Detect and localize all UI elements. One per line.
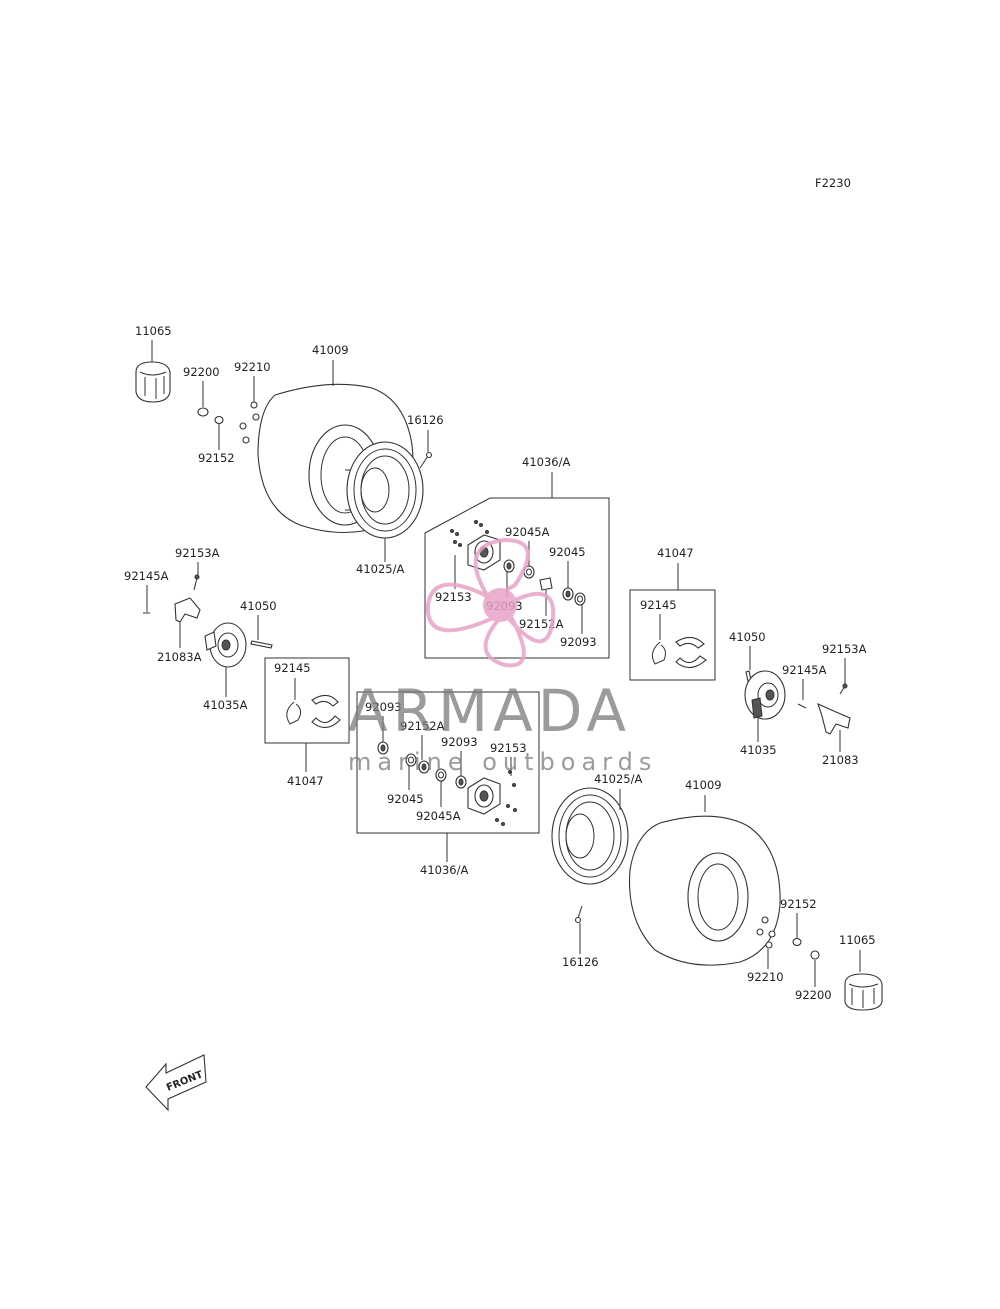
label-92152-bottom: 92152 (780, 897, 817, 911)
bolt-92153A-left[interactable] (193, 574, 200, 591)
label-41036A-top: 41036/A (522, 455, 570, 469)
cam-21083A-left[interactable] (174, 597, 201, 623)
label-11065-bottom: 11065 (839, 933, 876, 947)
label-92093-bottom-b: 92093 (441, 735, 478, 749)
label-92045A-bottom: 92045A (416, 809, 461, 823)
label-41035-right: 41035 (740, 743, 777, 757)
brake-shoe-box-left (264, 657, 350, 744)
label-92152A-top: 92152A (519, 617, 564, 631)
pin-41050-left[interactable] (250, 640, 273, 649)
label-21083A-left: 21083A (157, 650, 202, 664)
washer-92200-bottom[interactable] (810, 950, 820, 960)
propeller-logo-icon (425, 537, 556, 668)
panel-41035-right[interactable] (744, 670, 786, 720)
brake-shoes-left[interactable] (286, 694, 341, 729)
label-11065-top: 11065 (135, 324, 172, 338)
label-21083-right: 21083 (822, 753, 859, 767)
washer-92200-top[interactable] (197, 407, 209, 417)
label-92145A-right: 92145A (782, 663, 827, 677)
label-92145-left: 92145 (274, 661, 311, 675)
tire-41009-bottom[interactable] (628, 815, 781, 966)
bearings-top[interactable] (503, 559, 586, 606)
label-92153-bottom: 92153 (490, 741, 527, 755)
label-92045A-top: 92045A (505, 525, 550, 539)
brake-shoes-right[interactable] (651, 636, 707, 669)
label-41009-bottom: 41009 (685, 778, 722, 792)
label-92152-top: 92152 (198, 451, 235, 465)
bolt-92153A-right[interactable] (839, 683, 848, 695)
label-41047-right: 41047 (657, 546, 694, 560)
label-92210-top: 92210 (234, 360, 271, 374)
watermark: ARMADA marine outboards (348, 537, 657, 776)
hub-41036-bottom[interactable] (467, 770, 517, 826)
label-92153A-left: 92153A (175, 546, 220, 560)
label-92153A-right: 92153A (822, 642, 867, 656)
brake-shoe-box-right (629, 589, 716, 681)
label-41036A-bottom: 41036/A (420, 863, 468, 877)
rim-41025A-bottom[interactable] (551, 787, 629, 885)
label-92145A-left: 92145A (124, 569, 169, 583)
watermark-subtitle: marine outboards (348, 748, 657, 776)
hub-kit-box-bottom (356, 691, 540, 834)
watermark-title: ARMADA (348, 677, 631, 745)
label-41035A-left: 41035A (203, 698, 248, 712)
label-92093-top-b: 92093 (560, 635, 597, 649)
label-16126-bottom: 16126 (562, 955, 599, 969)
label-92093-bottom-a: 92093 (365, 700, 402, 714)
valve-16126-bottom[interactable] (574, 905, 583, 924)
diagram-code: F2230 (815, 176, 851, 190)
nuts-92210-bottom[interactable] (756, 916, 776, 949)
label-92210-bottom: 92210 (747, 970, 784, 984)
label-41050-left: 41050 (240, 599, 277, 613)
cam-21083-right[interactable] (817, 702, 851, 735)
label-41025A-top: 41025/A (356, 562, 404, 576)
label-92200-bottom: 92200 (795, 988, 832, 1002)
label-41025A-bottom: 41025/A (594, 772, 642, 786)
valve-16126-top[interactable] (419, 451, 433, 469)
label-92045-bottom: 92045 (387, 792, 424, 806)
hub-kit-box-top (424, 497, 610, 659)
panel-41035A-left[interactable] (204, 622, 247, 668)
label-41009-top: 41009 (312, 343, 349, 357)
nuts-92210-top[interactable] (239, 401, 260, 444)
label-92152A-bottom: 92152A (400, 719, 445, 733)
label-41050-right: 41050 (729, 630, 766, 644)
label-92145-right: 92145 (640, 598, 677, 612)
spacer-92152-bottom[interactable] (792, 937, 802, 947)
bearings-bottom[interactable] (377, 741, 467, 789)
label-16126-top: 16126 (407, 413, 444, 427)
spacer-92152-top[interactable] (214, 415, 224, 425)
front-arrow-icon: FRONT (145, 1054, 207, 1112)
pin-92145A-right[interactable] (797, 703, 807, 709)
label-92200-top: 92200 (183, 365, 220, 379)
label-92153-top: 92153 (435, 590, 472, 604)
label-41047-left: 41047 (287, 774, 324, 788)
hub-cap-top-left[interactable] (135, 361, 171, 403)
hub-cap-bottom-right[interactable] (844, 973, 883, 1011)
label-92045-top: 92045 (549, 545, 586, 559)
